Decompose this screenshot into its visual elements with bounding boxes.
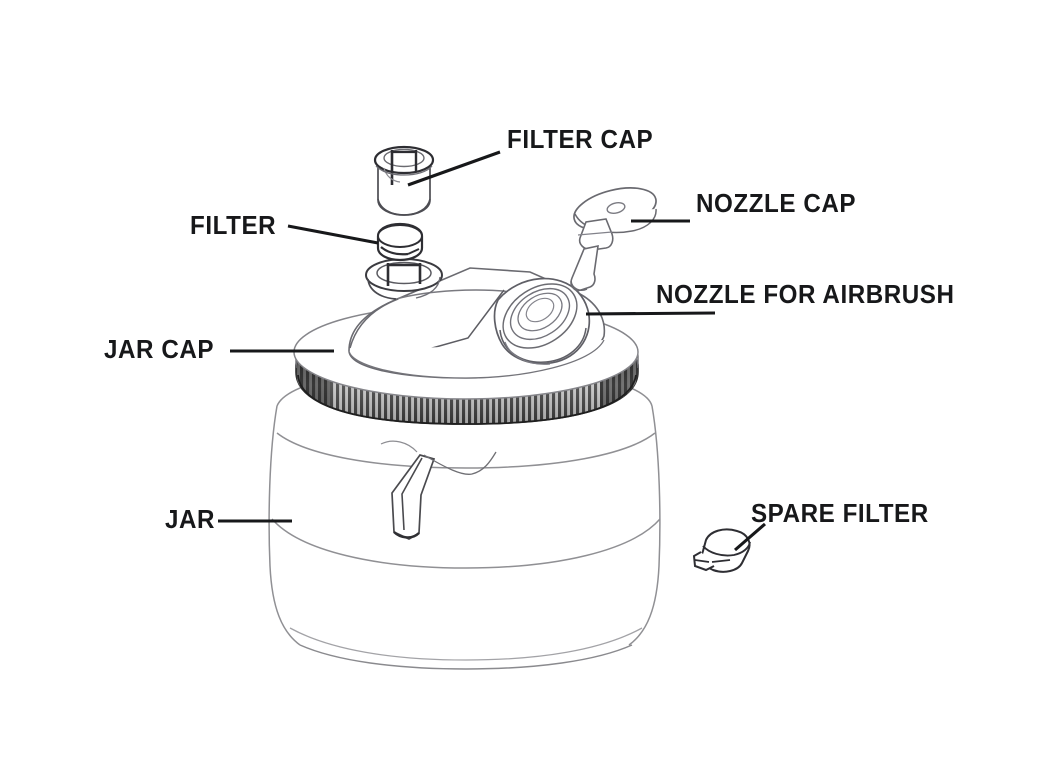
label-jar: JAR — [165, 504, 216, 534]
part-nozzle-cap — [570, 187, 657, 292]
part-siphon-tube — [380, 440, 497, 540]
artwork-group — [218, 145, 767, 670]
leader-lines — [218, 150, 767, 552]
label-nozzle-cap: NOZZLE CAP — [696, 188, 857, 218]
leader-spare-filter — [733, 522, 767, 552]
label-filter: FILTER — [190, 210, 277, 240]
leader-filter-cap — [407, 150, 501, 187]
leader-filter — [287, 224, 379, 245]
label-spare-filter: SPARE FILTER — [751, 498, 929, 528]
part-filter — [376, 222, 424, 262]
label-nozzle-for-airbrush: NOZZLE FOR AIRBRUSH — [656, 279, 955, 309]
part-filter-cap — [373, 145, 435, 216]
leader-nozzle-for-airbrush — [585, 311, 716, 316]
part-nozzle-for-airbrush — [493, 277, 591, 365]
part-jar-cap-filter-port — [365, 258, 443, 300]
part-spare-filter — [692, 528, 751, 573]
label-jar-cap: JAR CAP — [104, 334, 215, 364]
label-filter-cap: FILTER CAP — [507, 124, 654, 154]
